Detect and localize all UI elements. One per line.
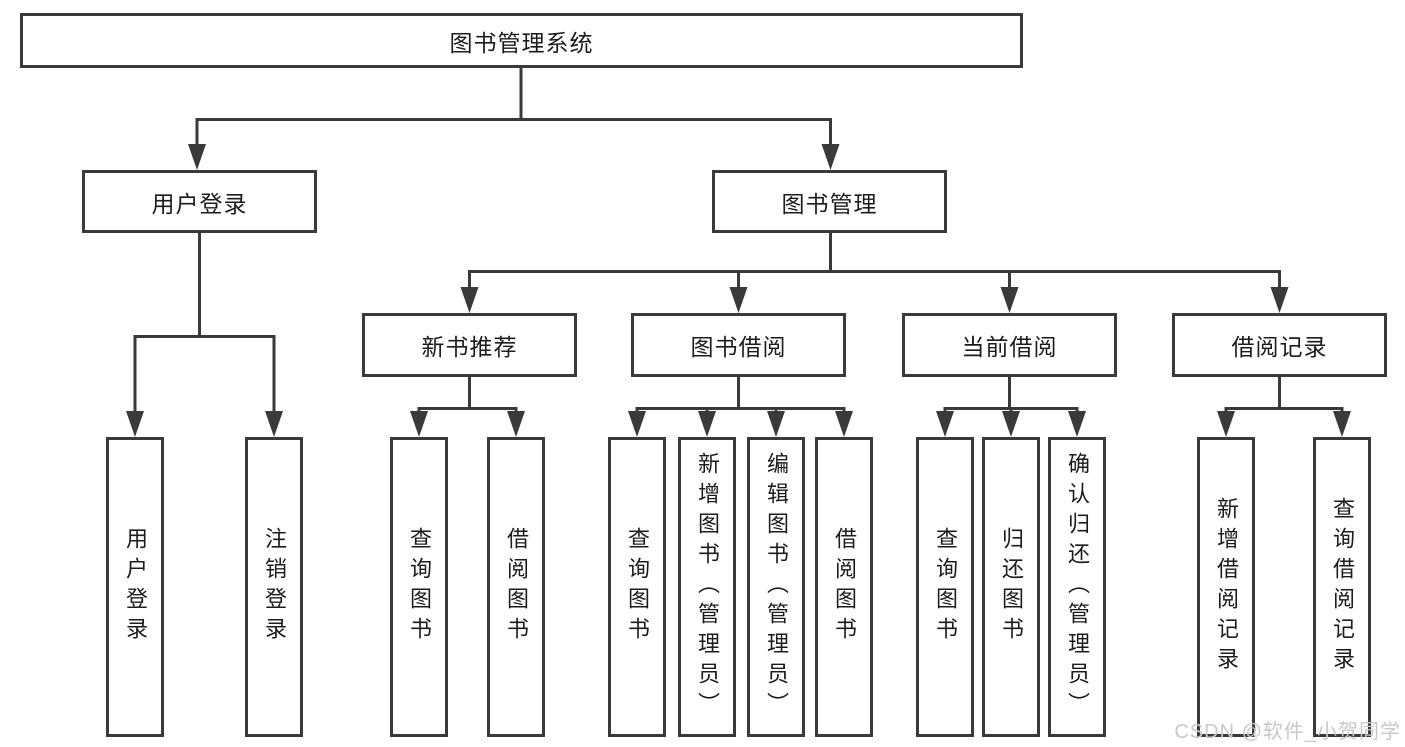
watermark: CSDN @软件_小贺同学 [1174, 721, 1401, 743]
leaf-confirm-return-admin: 确认归还（管理员） [1048, 437, 1106, 737]
node-library-management-system: 图书管理系统 [20, 13, 1023, 68]
leaf-label: 新增图书（管理员） [695, 452, 720, 722]
leaf-label: 确认归还（管理员） [1065, 452, 1090, 722]
leaf-edit-books-admin: 编辑图书（管理员） [747, 437, 805, 737]
leaf-label: 查询图书 [933, 527, 958, 647]
leaf-label: 归还图书 [999, 527, 1024, 647]
leaf-query-books: 查询图书 [608, 437, 666, 737]
node-current-borrowing: 当前借阅 [902, 313, 1117, 377]
leaf-user-login: 用户登录 [106, 437, 164, 737]
leaf-query-books: 查询图书 [916, 437, 974, 737]
leaf-logout: 注销登录 [245, 437, 303, 737]
node-user-login: 用户登录 [82, 170, 317, 233]
leaf-borrow-books: 借阅图书 [815, 437, 873, 737]
leaf-label: 编辑图书（管理员） [764, 452, 789, 722]
leaf-label: 查询借阅记录 [1330, 497, 1355, 677]
leaf-label: 新增借阅记录 [1214, 497, 1239, 677]
leaf-label: 借阅图书 [832, 527, 857, 647]
node-label: 当前借阅 [961, 334, 1058, 360]
leaf-label: 注销登录 [262, 527, 287, 647]
leaf-query-borrow-record: 查询借阅记录 [1313, 437, 1371, 737]
node-label: 图书管理系统 [449, 29, 594, 56]
leaf-label: 查询图书 [407, 527, 432, 647]
leaf-label: 查询图书 [625, 527, 650, 647]
node-new-book-recommendation: 新书推荐 [362, 313, 577, 377]
leaf-label: 借阅图书 [504, 527, 529, 647]
node-label: 借阅记录 [1231, 334, 1328, 360]
node-book-borrowing: 图书借阅 [631, 313, 846, 377]
leaf-return-books: 归还图书 [982, 437, 1040, 737]
node-label: 新书推荐 [421, 334, 518, 360]
arrow-down-icons [126, 144, 1351, 437]
leaf-label: 用户登录 [123, 527, 148, 647]
node-book-management: 图书管理 [712, 170, 947, 233]
leaf-add-borrow-record: 新增借阅记录 [1197, 437, 1255, 737]
node-label: 用户登录 [151, 190, 248, 217]
node-borrowing-records: 借阅记录 [1172, 313, 1387, 377]
leaf-add-books-admin: 新增图书（管理员） [678, 437, 736, 737]
node-label: 图书借阅 [690, 334, 787, 360]
leaf-borrow-books: 借阅图书 [487, 437, 545, 737]
leaf-query-books: 查询图书 [390, 437, 448, 737]
node-label: 图书管理 [781, 190, 878, 217]
